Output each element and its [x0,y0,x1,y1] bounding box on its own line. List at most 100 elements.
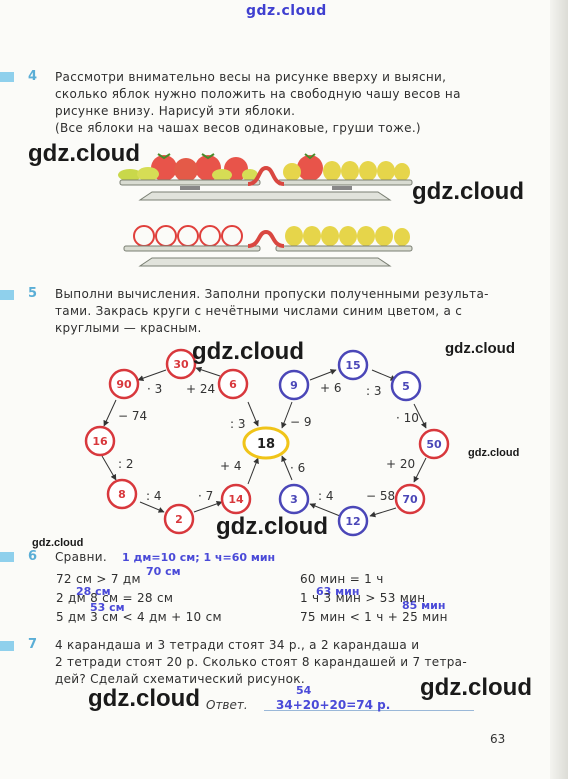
task7-line: дей? Сделай схематический рисунок. [55,672,305,686]
note-53cm: 53 см [90,601,125,614]
op-label: − 58 [366,489,395,503]
note-63min: 63 мин [316,585,360,598]
task5-line: круглыми — красным. [55,321,202,335]
chain-node: 9 [278,369,310,401]
task5-line: тами. Закрась круги с нечётными числами … [55,304,463,318]
task4-marker [0,72,14,82]
scales-illustration [118,153,413,267]
chain-node: 30 [165,348,197,380]
answer-line [264,710,474,711]
chain-node-circle [108,368,140,400]
watermark: gdz.cloud [28,140,140,167]
task7-line: 4 карандаша и 3 тетради стоят 34 р., а 2… [55,638,420,652]
chain-node: 6 [217,368,249,400]
task6-marker [0,552,14,562]
chain-node-circle [337,505,369,537]
answer-label: Ответ. [206,698,248,712]
chain-node-circle [163,503,195,535]
chain-node-label: 30 [173,358,189,371]
task7-number: 7 [28,637,38,652]
compare-left-3: 5 дм 3 см < 4 дм + 10 см [56,610,222,624]
compare-right-3: 75 мин < 1 ч + 25 мин [300,610,448,624]
watermark: gdz.cloud [192,338,304,365]
task4-line: рисунке внизу. Нарисуй эти яблоки. [55,104,296,118]
chain-node-circle [390,370,422,402]
op-label: + 4 [220,459,242,473]
chain-node: 12 [337,505,369,537]
chain-node-label: 16 [92,435,108,448]
compare-right-1: 60 мин = 1 ч [300,572,384,586]
chain-node: 90 [108,368,140,400]
chain-node-label: 12 [345,515,360,528]
page-number: 63 [490,732,506,746]
task5-number: 5 [28,286,38,301]
chain-node-circle [337,349,369,381]
bottom-scale [123,225,413,267]
chain-node-circle [394,483,426,515]
op-label: : 4 [318,489,334,503]
task7-text: 4 карандаша и 3 тетради стоят 34 р., а 2… [55,637,467,688]
chain-node-label: 50 [426,438,442,451]
task4-number: 4 [28,69,38,84]
pears-right-top [283,153,410,181]
task6-number: 6 [28,549,38,564]
chain-node-circle [220,483,252,515]
compare-left-1: 72 см > 7 дм [56,572,141,586]
center-node-label: 18 [257,437,275,452]
chain-node-label: 8 [118,488,126,501]
chain-node: 14 [220,483,252,515]
chain-node-circle [84,425,116,457]
chain-node: 16 [84,425,116,457]
answer-note: 54 [296,684,312,697]
op-label: · 10 [396,411,419,425]
op-label: − 9 [290,415,312,429]
watermark: gdz.cloud [32,537,84,549]
op-label: · 3 [147,382,162,396]
compare-right-2: 1 ч 3 мин > 53 мин [300,591,426,605]
watermark: gdz.cloud [412,178,524,205]
op-label: : 2 [118,457,134,471]
apples-left-top [118,153,258,182]
right-chain-nodes: 15 9 5 50 70 12 3 [278,349,450,537]
op-label: − 74 [118,409,147,423]
chain-node: 70 [394,483,426,515]
chain-node-circle [106,478,138,510]
chain-node: 50 [418,428,450,460]
task6-title: Сравни. [55,550,107,564]
task7-line: 2 тетради стоят 20 р. Сколько стоят 8 ка… [55,655,467,669]
page-spine-shadow [550,0,568,779]
task4-line: сколько яблок нужно положить на свободну… [55,87,461,101]
task7-marker [0,641,14,651]
task5-line: Выполни вычисления. Заполни пропуски пол… [55,287,489,301]
left-arrows [101,366,259,513]
chain-node-label: 9 [290,379,298,392]
task5-text: Выполни вычисления. Заполни пропуски пол… [55,286,489,337]
chain-node-label: 6 [229,378,237,391]
chain-node-circle [165,348,197,380]
answer-value: 34+20+20=74 р. [276,698,391,712]
op-label: + 20 [386,457,415,471]
chain-node-circle [217,368,249,400]
chain-node-circle [278,483,310,515]
watermark: gdz.cloud [468,447,520,459]
task4-line: (Все яблоки на чашах весов одинаковые, г… [55,121,421,135]
compare-left-2: 2 дм 8 см = 28 см [56,591,174,605]
center-node: 18 [242,426,290,460]
chain-node: 15 [337,349,369,381]
right-arrows [281,369,427,518]
chain-node-label: 90 [116,378,132,391]
chain-node-label: 5 [402,380,410,393]
chain-node-circle [278,369,310,401]
chain-node-circle [418,428,450,460]
watermark: gdz.cloud [420,674,532,701]
op-label: : 3 [230,417,246,431]
chain-node-label: 3 [290,493,298,506]
op-label: + 24 [186,382,215,396]
op-label: : 3 [366,384,382,398]
op-label: + 6 [320,381,342,395]
task4-line: Рассмотри внимательно весы на рисунке вв… [55,70,447,84]
chain-node: 8 [106,478,138,510]
